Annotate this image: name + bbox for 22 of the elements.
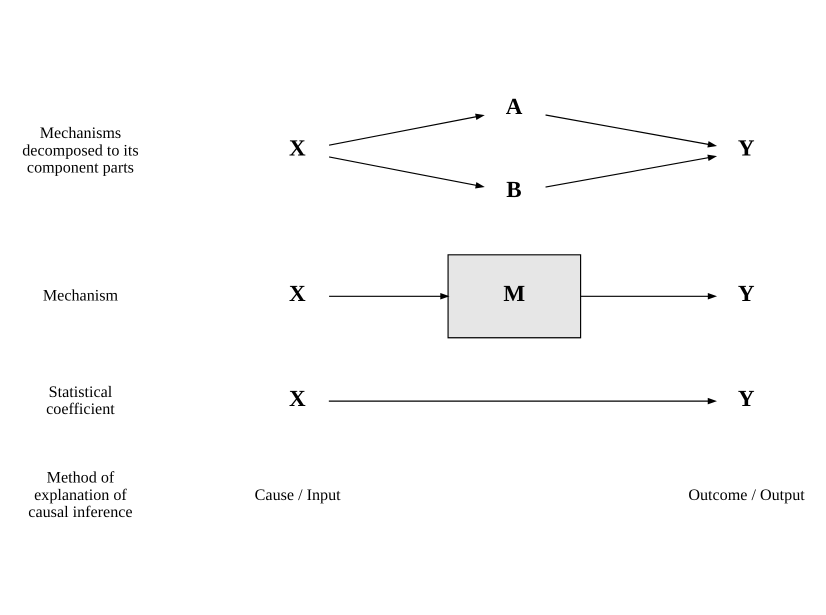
arrow [328,156,484,188]
arrow [328,114,484,146]
arrow [328,398,716,404]
node-text: X [288,134,306,161]
arrow [580,293,717,300]
node-text: B [506,176,522,202]
label: Mechanism [42,288,118,305]
label: Mechanisms decomposed to its component parts [22,125,138,177]
label: Statistical coefficient [46,384,114,418]
node-text: A [505,93,522,120]
label: Method of explanation of causal inference [28,470,132,522]
node-text: Y [737,134,754,161]
label: Cause / Input [254,486,340,504]
label: Outcome / Output [688,486,804,504]
arrow [328,293,450,300]
node-box: M [447,254,581,338]
node-text: Y [737,280,754,306]
node-text: Y [737,384,754,411]
node-text: X [288,280,306,306]
arrow [544,154,717,188]
node-text: X [288,384,306,411]
arrow [544,114,717,148]
